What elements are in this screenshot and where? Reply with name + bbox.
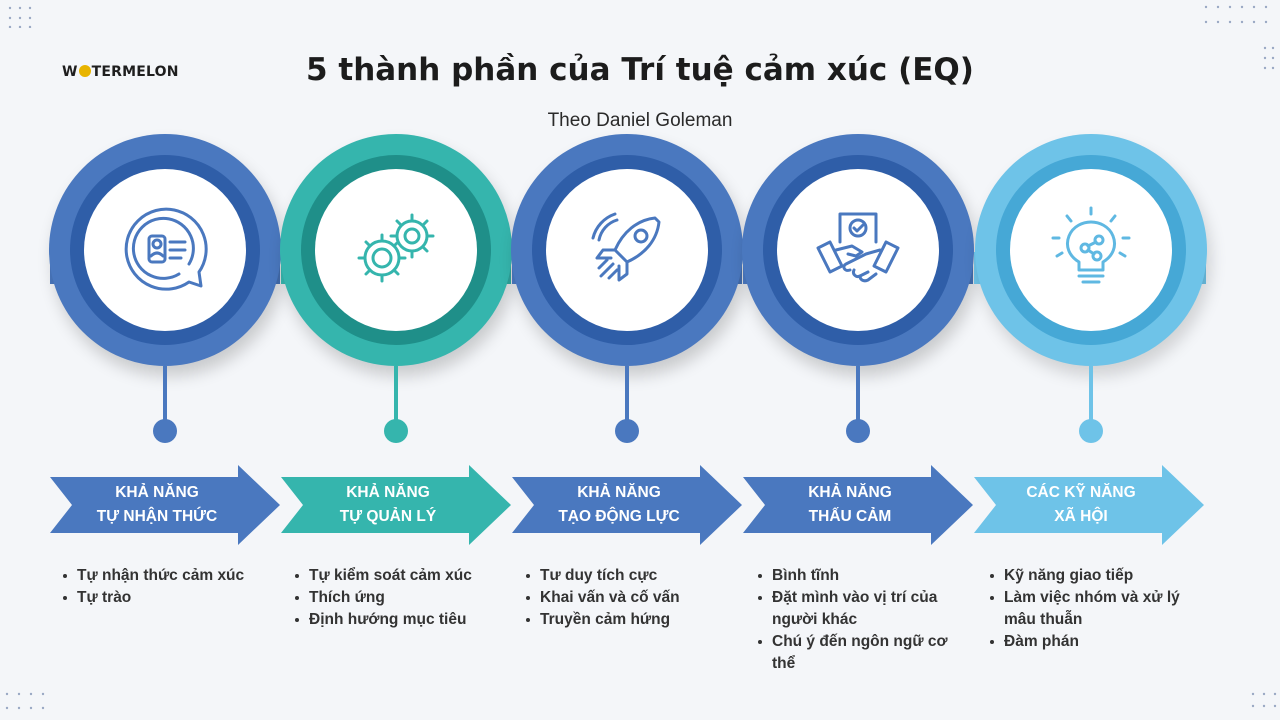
component-label: CÁC KỸ NĂNG XÃ HỘI xyxy=(1026,484,1136,525)
decor-dots-bottom-left xyxy=(5,692,45,710)
component-label: KHẢ NĂNG TỰ NHẬN THỨC xyxy=(96,484,218,525)
lightbulb-icon xyxy=(1051,206,1131,284)
connector-dot xyxy=(1079,419,1103,443)
list-item: Tự trào xyxy=(61,587,271,609)
connector-stem xyxy=(1089,366,1093,422)
component-items: Bình tĩnh Đặt mình vào vị trí của người … xyxy=(756,565,966,675)
icon-circle xyxy=(315,169,477,331)
connector-dot xyxy=(153,419,177,443)
list-item: Tự kiểm soát cảm xúc xyxy=(293,565,503,587)
list-item: Truyền cảm hứng xyxy=(524,609,734,631)
handshake-icon xyxy=(816,212,900,283)
connector-stem xyxy=(163,366,167,422)
icon-circle xyxy=(546,169,708,331)
list-item: Định hướng mục tiêu xyxy=(293,609,503,631)
connector-stem xyxy=(856,366,860,422)
component-items: Tự kiểm soát cảm xúc Thích ứng Định hướn… xyxy=(293,565,503,631)
rocket-icon xyxy=(591,212,661,282)
watermelon-logo-icon xyxy=(78,65,91,77)
label-arrow: KHẢ NĂNG TẠO ĐỘNG LỰC xyxy=(512,465,742,545)
decor-dots-bottom-right xyxy=(1251,692,1277,708)
component-label: KHẢ NĂNG TỰ QUẢN LÝ xyxy=(339,484,437,525)
component-label: KHẢ NĂNG TẠO ĐỘNG LỰC xyxy=(558,484,680,525)
connector-dot xyxy=(846,419,870,443)
label-arrow: KHẢ NĂNG TỰ NHẬN THỨC xyxy=(50,465,280,545)
icon-circle xyxy=(777,169,939,331)
component-items: Tư duy tích cực Khai vấn và cố vấn Truyề… xyxy=(524,565,734,631)
icon-circle xyxy=(1010,169,1172,331)
list-item: Tự nhận thức cảm xúc xyxy=(61,565,271,587)
decor-dots-top-right xyxy=(1204,5,1268,24)
label-arrow: CÁC KỸ NĂNG XÃ HỘI xyxy=(974,465,1204,545)
list-item: Kỹ năng giao tiếp xyxy=(988,565,1198,587)
component-label: KHẢ NĂNG THẤU CẢM xyxy=(808,484,892,525)
gears-icon xyxy=(357,213,435,283)
connector-stem xyxy=(625,366,629,422)
list-item: Làm việc nhóm và xử lý mâu thuẫn xyxy=(988,587,1198,631)
connector-stem xyxy=(394,366,398,422)
list-item: Bình tĩnh xyxy=(756,565,966,587)
self-awareness-contact-icon xyxy=(124,207,208,291)
list-item: Tư duy tích cực xyxy=(524,565,734,587)
label-arrow: KHẢ NĂNG THẤU CẢM xyxy=(743,465,973,545)
connector-dot xyxy=(615,419,639,443)
list-item: Thích ứng xyxy=(293,587,503,609)
decor-dots-right xyxy=(1263,46,1275,70)
component-items: Tự nhận thức cảm xúc Tự trào xyxy=(61,565,271,609)
connector-dot xyxy=(384,419,408,443)
decor-dots-top-left xyxy=(8,6,32,28)
label-arrow: KHẢ NĂNG TỰ QUẢN LÝ xyxy=(281,465,511,545)
page-title: 5 thành phần của Trí tuệ cảm xúc (EQ) xyxy=(306,52,974,88)
icon-circle xyxy=(84,169,246,331)
list-item: Đàm phán xyxy=(988,631,1198,653)
list-item: Khai vấn và cố vấn xyxy=(524,587,734,609)
list-item: Chú ý đến ngôn ngữ cơ thể xyxy=(756,631,966,675)
list-item: Đặt mình vào vị trí của người khác xyxy=(756,587,966,631)
component-items: Kỹ năng giao tiếp Làm việc nhóm và xử lý… xyxy=(988,565,1198,653)
page-subtitle: Theo Daniel Goleman xyxy=(547,110,733,131)
